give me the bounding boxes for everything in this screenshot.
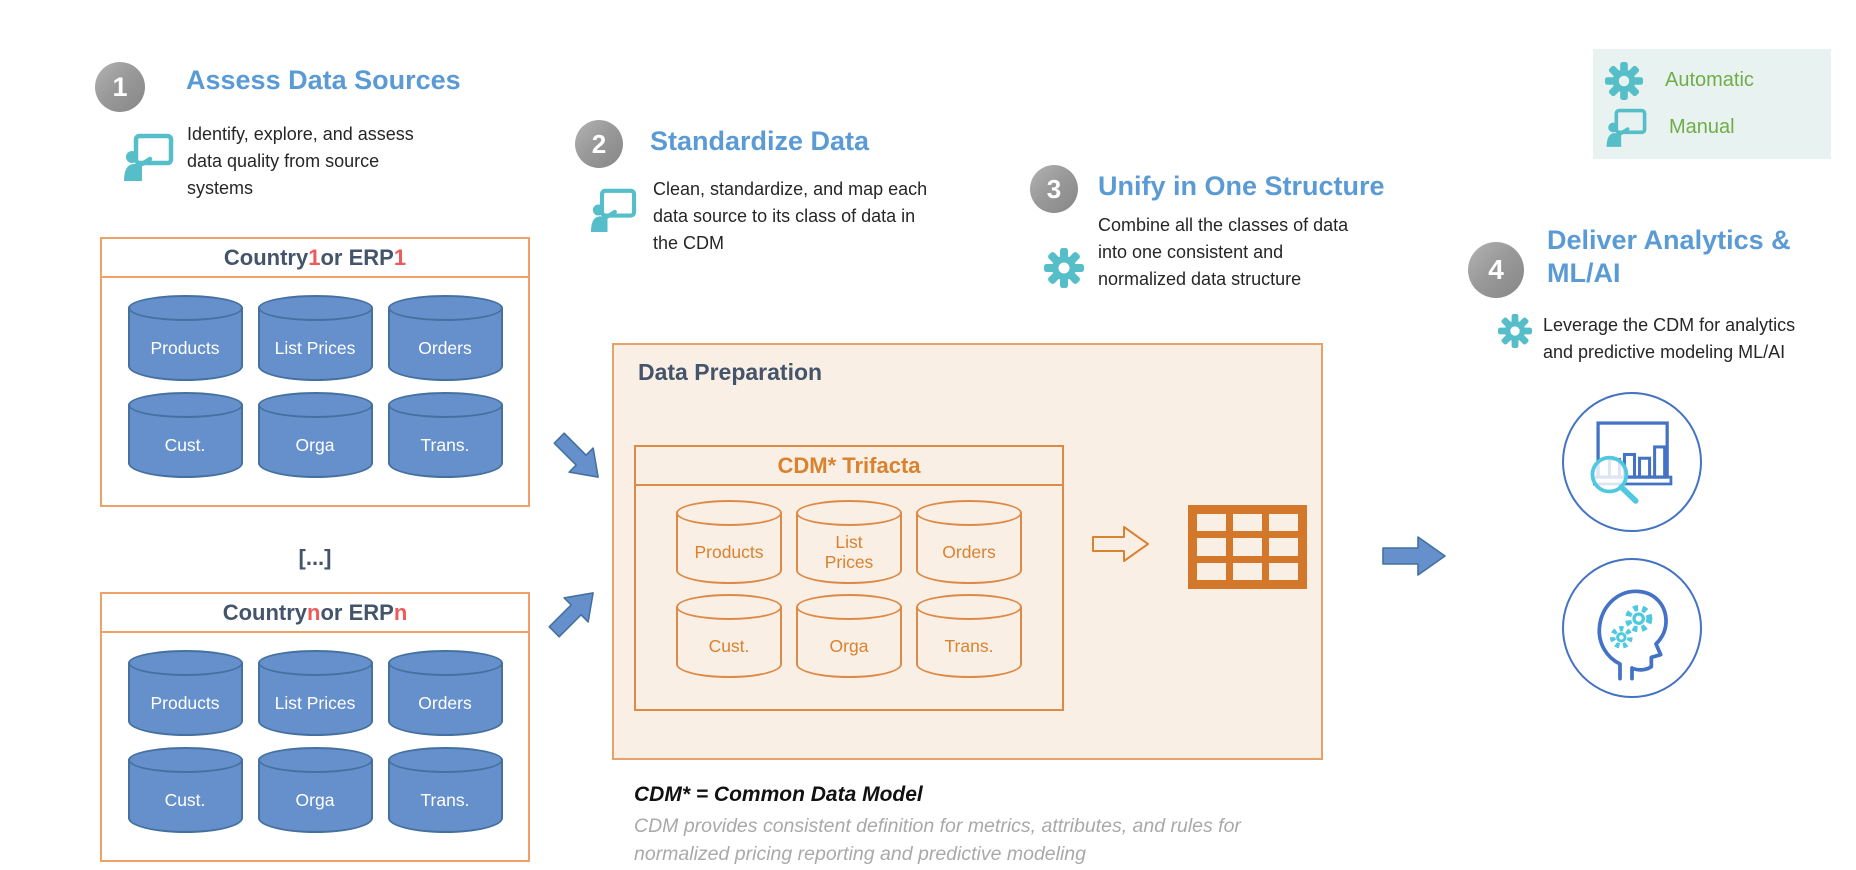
- data-preparation-title: Data Preparation: [638, 359, 823, 385]
- arrow-up-right-icon: [541, 579, 607, 645]
- automatic-gear-icon: [1605, 61, 1643, 100]
- source-box-country-n: Country n or ERP n Products List Prices …: [100, 592, 530, 862]
- db-cylinder: Trans.: [387, 747, 503, 833]
- step3-title: Unify in One Structure: [1098, 171, 1385, 201]
- bar-chart-magnifier-icon: [1578, 408, 1686, 516]
- analytics-chart-circle: [1562, 392, 1702, 532]
- db-cylinder: Cust.: [127, 747, 243, 833]
- db-cylinder: Orders: [387, 650, 503, 736]
- db-cylinder: Orders: [387, 295, 503, 381]
- manual-icon: [1605, 108, 1647, 147]
- ellipsis-more-sources: [...]: [298, 545, 332, 570]
- db-cylinder: List Prices: [257, 650, 373, 736]
- step1-number-badge: 1: [95, 62, 145, 112]
- step2-description: Clean, standardize, and map each data so…: [653, 179, 928, 253]
- step1-description: Identify, explore, and assess data quali…: [187, 124, 414, 198]
- legend: Automatic Manual: [1593, 49, 1831, 159]
- step4-description: Leverage the CDM for analytics and predi…: [1543, 315, 1796, 362]
- db-cylinder: Orga: [796, 594, 902, 678]
- db-cylinder: Orga: [257, 392, 373, 478]
- cdm-definition: CDM* = Common Data Model: [634, 783, 923, 806]
- arrow-right-outline-icon: [1092, 526, 1150, 562]
- db-cylinder: List Prices: [257, 295, 373, 381]
- db-cylinder: Orders: [916, 500, 1022, 584]
- db-cylinder: Trans.: [387, 392, 503, 478]
- cdm-note-line2: normalized pricing reporting and predict…: [634, 843, 1086, 865]
- legend-manual-label: Manual: [1669, 115, 1735, 138]
- source-cylinder-grid: Products List Prices Orders Cust. Orga T…: [102, 278, 528, 478]
- db-cylinder: Products: [127, 295, 243, 381]
- step2-number-badge: 2: [575, 120, 623, 168]
- step4-title: Deliver Analytics & ML/AI: [1547, 225, 1791, 288]
- source-cylinder-grid: Products List Prices Orders Cust. Orga T…: [102, 633, 528, 833]
- step3-description: Combine all the classes of data into one…: [1098, 215, 1349, 289]
- automatic-gear-icon: [1498, 314, 1532, 348]
- cdm-note-line1: CDM provides consistent definition for m…: [634, 815, 1241, 837]
- cdm-trifacta-title: CDM* Trifacta: [636, 447, 1062, 486]
- db-cylinder: Products: [676, 500, 782, 584]
- db-cylinder: List Prices: [796, 500, 902, 584]
- legend-manual-row: Manual: [1605, 108, 1819, 147]
- step3-number-badge: 3: [1030, 165, 1078, 213]
- automatic-gear-icon: [1044, 248, 1084, 288]
- db-cylinder: Trans.: [916, 594, 1022, 678]
- db-cylinder: Orga: [257, 747, 373, 833]
- arrow-right-icon: [1382, 536, 1446, 576]
- source-box-country-n-title: Country n or ERP n: [102, 594, 528, 633]
- ml-ai-circle: [1562, 558, 1702, 698]
- source-box-country-1: Country 1 or ERP 1 Products List Prices …: [100, 237, 530, 507]
- step1-title: Assess Data Sources: [186, 65, 461, 95]
- legend-automatic-row: Automatic: [1605, 61, 1819, 100]
- cdm-trifacta-box: CDM* Trifacta Products List Prices Order…: [634, 445, 1064, 711]
- db-cylinder: Cust.: [127, 392, 243, 478]
- db-cylinder: Cust.: [676, 594, 782, 678]
- db-cylinder: Products: [127, 650, 243, 736]
- unified-table-icon: [1188, 505, 1307, 589]
- step2-title: Standardize Data: [650, 126, 870, 156]
- legend-automatic-label: Automatic: [1665, 69, 1754, 91]
- manual-icon: [122, 133, 174, 181]
- cdm-cylinder-grid: Products List Prices Orders Cust. Orga T…: [636, 486, 1062, 678]
- arrow-down-right-icon: [546, 425, 612, 491]
- source-box-country-1-title: Country 1 or ERP 1: [102, 239, 528, 278]
- manual-icon: [589, 188, 637, 232]
- step4-number-badge: 4: [1468, 242, 1524, 298]
- head-gears-icon: [1582, 572, 1682, 684]
